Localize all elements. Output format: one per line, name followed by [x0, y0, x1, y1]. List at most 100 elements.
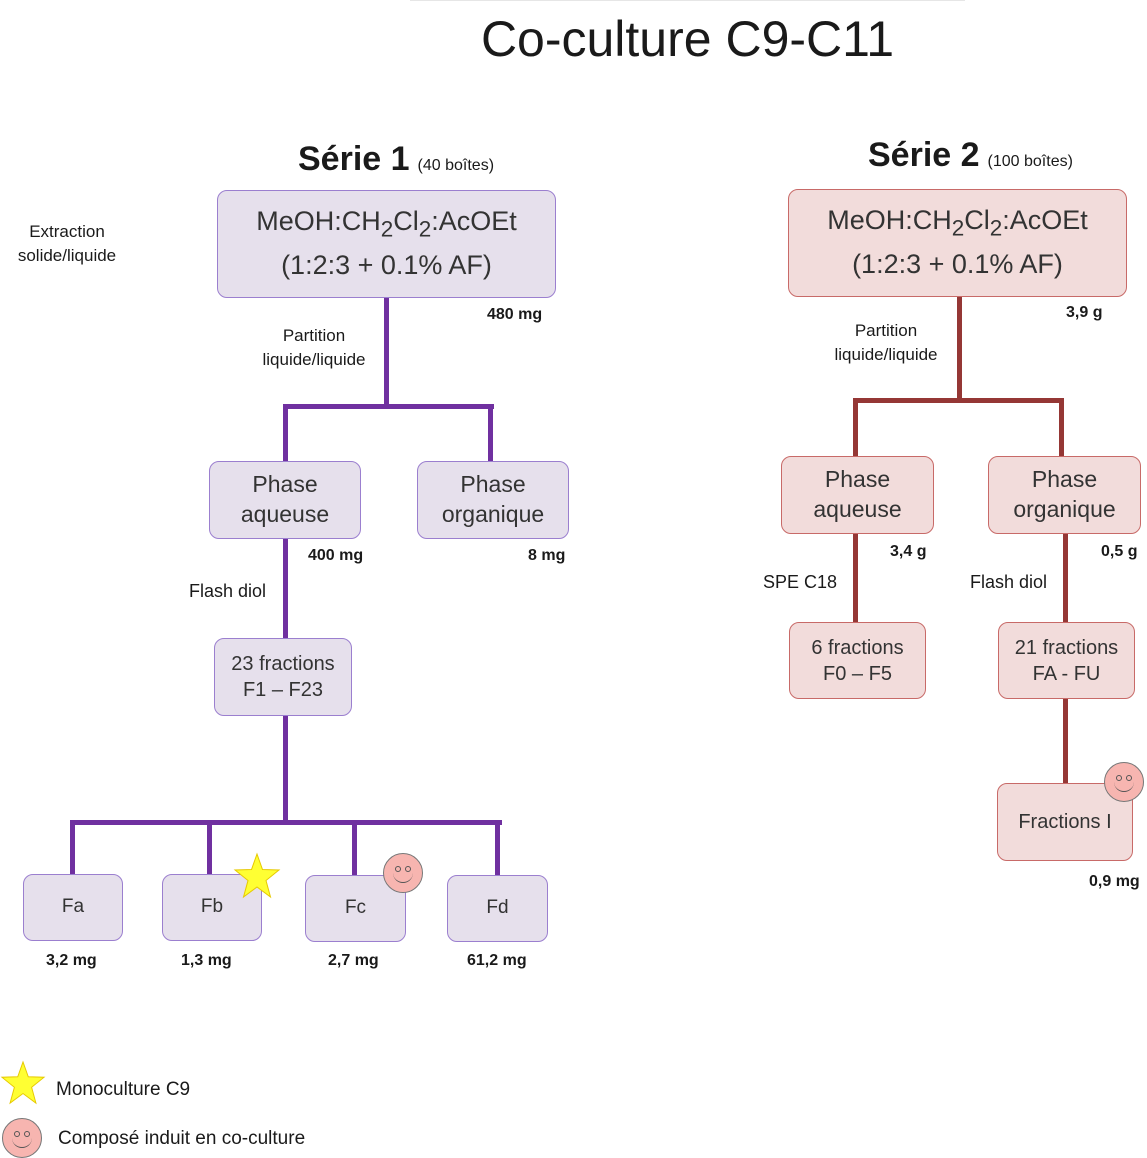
- s2-solvent-mid: Cl: [964, 205, 990, 236]
- s1-subfraction-fd: Fd: [447, 875, 548, 942]
- s1-partition-label: Partition liquide/liquide: [254, 324, 374, 372]
- s1-connector-solvent: [384, 298, 389, 406]
- serie1-heading-text: Série 1: [298, 140, 410, 178]
- s2-connector-aqueous: [853, 398, 858, 457]
- s1-solvent-mid: Cl: [393, 206, 419, 237]
- s1-solvent-line2: (1:2:3 + 0.1% AF): [281, 250, 492, 281]
- extraction-label-line2: solide/liquide: [17, 245, 117, 265]
- s2-connector-spe: [853, 533, 858, 623]
- title-rule: [410, 0, 965, 1]
- s2-fraction-i-box: Fractions I: [997, 783, 1133, 861]
- s1-connector-organic: [488, 404, 493, 462]
- serie2-heading-text: Série 2: [868, 136, 980, 174]
- s2-org-fractions-line1: 21 fractions: [1014, 636, 1119, 659]
- s2-fraction-i-label: Fractions I: [1018, 811, 1112, 833]
- s2-organic-method-label: Flash diol: [970, 572, 1048, 592]
- s1-subfraction-fc-label: Fc: [344, 897, 367, 919]
- s1-aqueous-line2: aqueuse: [240, 501, 330, 527]
- s1-connector-fractions: [283, 715, 288, 824]
- s1-solvent-sub1: 2: [380, 216, 394, 242]
- serie1-count: (40 boîtes): [417, 157, 495, 174]
- s1-organic-box: Phase organique: [417, 461, 569, 539]
- page-title: Co-culture C9-C11: [480, 11, 895, 67]
- extraction-label: Extraction solide/liquide: [8, 220, 126, 268]
- s1-solvent-sub2: 2: [418, 216, 432, 242]
- s2-solvent-box: MeOH:CH2Cl2:AcOEt (1:2:3 + 0.1% AF): [788, 189, 1127, 297]
- s1-subfraction-fb-mass: 1,3 mg: [181, 952, 232, 969]
- s1-connector-subfractions: [70, 820, 502, 825]
- s2-aqueous-box: Phase aqueuse: [781, 456, 934, 534]
- s1-method-label: Flash diol: [189, 581, 267, 601]
- s1-aqueous-mass: 400 mg: [308, 547, 364, 564]
- s2-connector-flash: [1063, 533, 1068, 623]
- s2-connector-solvent: [957, 296, 962, 401]
- s1-subfraction-fd-label: Fd: [486, 897, 509, 919]
- s2-organic-mass: 0,5 g: [1101, 543, 1138, 560]
- s2-solvent-sub2: 2: [989, 215, 1003, 241]
- s2-aqueous-line1: Phase: [824, 466, 891, 493]
- s1-connector-partition: [283, 404, 494, 409]
- s1-aqueous-box: Phase aqueuse: [209, 461, 361, 539]
- s2-aqueous-method-label: SPE C18: [763, 572, 838, 592]
- s2-organic-line1: Phase: [1031, 466, 1098, 493]
- s2-solvent-line2: (1:2:3 + 0.1% AF): [852, 249, 1063, 280]
- s1-subfraction-fa-mass: 3,2 mg: [46, 952, 97, 969]
- s1-subfraction-fb-label: Fb: [200, 896, 224, 918]
- s2-solvent-sub1: 2: [951, 215, 965, 241]
- s1-fractions-line1: 23 fractions: [231, 653, 335, 675]
- s2-aq-fractions-line1: 6 fractions: [811, 636, 904, 659]
- s2-solvent-pre: MeOH:CH: [827, 205, 952, 236]
- s2-organic-box: Phase organique: [988, 456, 1141, 534]
- legend-smiley-icon: [2, 1118, 42, 1158]
- s2-fraction-i-mass: 0,9 mg: [1089, 873, 1140, 890]
- smiley-icon: [383, 853, 423, 893]
- s1-solvent-box: MeOH:CH2Cl2:AcOEt (1:2:3 + 0.1% AF): [217, 190, 556, 298]
- s1-connector-fb: [207, 820, 212, 876]
- serie2-heading: Série 2 (100 boîtes): [868, 136, 1073, 175]
- s1-organic-line2: organique: [441, 501, 545, 527]
- s1-partition-line1: Partition: [282, 326, 346, 345]
- s1-connector-fc: [352, 820, 357, 876]
- s1-connector-flash: [283, 538, 288, 639]
- s1-solvent-mass: 480 mg: [487, 306, 543, 323]
- s2-partition-label: Partition liquide/liquide: [826, 319, 946, 367]
- s2-connector-partition: [853, 398, 1064, 403]
- s2-partition-line1: Partition: [854, 321, 918, 340]
- s1-organic-line1: Phase: [460, 471, 526, 498]
- serie2-count: (100 boîtes): [987, 153, 1073, 170]
- s1-solvent-post: :AcOEt: [431, 206, 517, 237]
- s1-connector-fa: [70, 820, 75, 876]
- s1-solvent-line1: MeOH:CH2Cl2:AcOEt: [256, 202, 517, 246]
- s2-partition-line2: liquide/liquide: [834, 344, 938, 364]
- s2-solvent-post: :AcOEt: [1002, 205, 1088, 236]
- s2-org-fractions-line2: FA - FU: [1032, 662, 1101, 685]
- s1-connector-aqueous: [283, 404, 288, 462]
- s2-aqueous-line2: aqueuse: [813, 496, 902, 522]
- s2-connector-organic: [1059, 398, 1064, 457]
- s2-organic-line2: organique: [1013, 496, 1116, 522]
- s2-connector-fraction-i: [1063, 699, 1068, 784]
- serie1-heading: Série 1 (40 boîtes): [298, 140, 494, 179]
- legend-smiley-text: Composé induit en co-culture: [58, 1128, 306, 1149]
- s1-subfraction-fd-mass: 61,2 mg: [467, 952, 527, 969]
- star-icon: [233, 852, 281, 899]
- legend-star-text: Monoculture C9: [56, 1079, 191, 1100]
- s1-subfraction-fc-mass: 2,7 mg: [328, 952, 379, 969]
- s1-subfraction-fa-label: Fa: [61, 896, 85, 918]
- s1-partition-line2: liquide/liquide: [262, 349, 366, 369]
- s1-subfraction-fb: Fb: [162, 874, 262, 941]
- s1-fractions-line2: F1 – F23: [242, 679, 324, 701]
- s2-aqueous-mass: 3,4 g: [890, 543, 927, 560]
- legend-star-icon: [0, 1060, 46, 1105]
- s1-aqueous-line1: Phase: [252, 471, 318, 498]
- s1-subfraction-fa: Fa: [23, 874, 123, 941]
- s2-solvent-line1: MeOH:CH2Cl2:AcOEt: [827, 201, 1088, 245]
- extraction-label-line1: Extraction: [29, 222, 105, 241]
- s2-aq-fractions-line2: F0 – F5: [823, 662, 892, 685]
- s1-fractions-box: 23 fractions F1 – F23: [214, 638, 352, 716]
- smiley-icon: [1104, 762, 1144, 802]
- s2-solvent-mass: 3,9 g: [1066, 304, 1103, 321]
- s1-organic-mass: 8 mg: [528, 547, 566, 564]
- s2-org-fractions-box: 21 fractions FA - FU: [998, 622, 1135, 699]
- s2-aq-fractions-box: 6 fractions F0 – F5: [789, 622, 926, 699]
